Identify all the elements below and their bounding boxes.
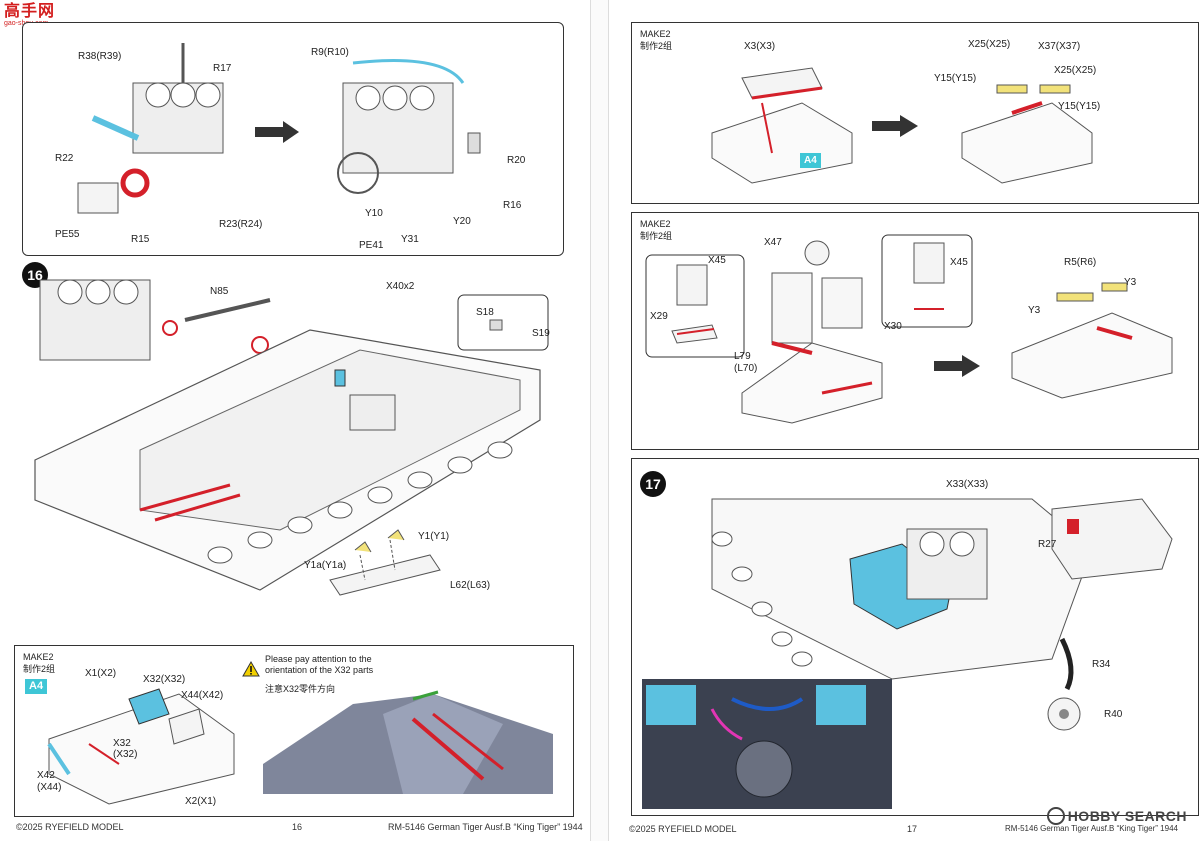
label-pe55: PE55: [55, 229, 80, 240]
label-r15: R15: [131, 234, 150, 245]
step-17-panel: 17 X33(X: [631, 458, 1199, 816]
label-r27: R27: [1038, 539, 1057, 550]
label-r20: R20: [507, 155, 526, 166]
make2-cn-label: 制作2组: [23, 664, 56, 674]
label-l70: (L70): [734, 363, 758, 374]
p2-make-label: MAKE2: [640, 219, 671, 229]
label-x25-a: X25(X25): [968, 39, 1011, 50]
label-y3-right: Y3: [1124, 277, 1137, 288]
label-x44: X44(X42): [181, 690, 224, 701]
hobby-search-logo-icon: [1046, 807, 1065, 825]
left-title: RM-5146 German Tiger Ausf.B “King Tiger”…: [388, 822, 583, 832]
label-y1: Y1(Y1): [418, 531, 450, 542]
label-y15-b: Y15(Y15): [1058, 101, 1101, 112]
right-copyright: ©2025 RYEFIELD MODEL: [629, 824, 737, 834]
label-r40: R40: [1104, 709, 1123, 720]
label-x32-mid-paren: (X32): [113, 749, 138, 760]
label-y15-a: Y15(Y15): [934, 73, 977, 84]
p1-make-cn-label: 制作2组: [640, 41, 673, 51]
label-x33: X33(X33): [946, 479, 989, 490]
make2-label: MAKE2: [23, 652, 54, 662]
hull-illustration: [34, 279, 549, 596]
watermark-brand: 高手网: [4, 3, 56, 20]
x47-assembly-illustration: [645, 234, 1173, 424]
label-x40: X40x2: [386, 281, 415, 292]
make2-x3-panel: MAKE2 制作2组 A4 X3(X3) X25(X25) X37(X37) X…: [631, 22, 1199, 204]
label-x25-b: X25(X25): [1054, 65, 1097, 76]
engine-illustration: [77, 43, 481, 214]
label-x45-left: X45: [708, 255, 726, 266]
left-page-number: 16: [292, 822, 303, 832]
label-l62: L62(L63): [450, 580, 491, 591]
label-x29: X29: [650, 311, 668, 322]
label-n85: N85: [210, 286, 229, 297]
step-17-illustration: [642, 498, 1173, 809]
right-title: RM-5146 German Tiger Ausf.B “King Tiger”…: [1005, 824, 1178, 833]
label-r17: R17: [213, 63, 232, 74]
label-y1a: Y1a(Y1a): [304, 560, 347, 571]
step-17-marker: 17: [640, 471, 666, 497]
right-page: MAKE2 制作2组 A4 X3(X3) X25(X25) X37(X37) X…: [608, 0, 1200, 841]
label-y31: Y31: [401, 234, 419, 245]
note-cn: 注意X32零件方向: [265, 684, 336, 694]
x32-assembly-illustration: [47, 688, 235, 805]
label-x37: X37(X37): [1038, 41, 1081, 52]
label-x32-top: X32(X32): [143, 674, 186, 685]
label-pe41: PE41: [359, 240, 384, 251]
hobby-search-text: HOBBY SEARCH: [1067, 808, 1187, 824]
label-r22: R22: [55, 153, 74, 164]
x3-assembly-illustration: [711, 67, 1093, 184]
p2-make-cn-label: 制作2组: [640, 231, 673, 241]
left-copyright: ©2025 RYEFIELD MODEL: [16, 822, 124, 832]
make2-x47-panel: MAKE2 制作2组 X47 X45 X29 X45 X30: [631, 212, 1199, 450]
label-r9: R9(R10): [311, 47, 349, 58]
label-x2: X2(X1): [185, 796, 217, 807]
make2-x32-panel: MAKE2 制作2组 A4 X1(X2) X32(X32) X44(X42) X…: [14, 645, 574, 817]
label-r23: R23(R24): [219, 219, 263, 230]
label-y20: Y20: [453, 216, 471, 227]
label-s19: S19: [532, 328, 550, 339]
hobby-search-watermark: HOBBY SEARCH: [1046, 807, 1187, 825]
label-x42: X42: [37, 770, 55, 781]
warning-icon: [242, 660, 260, 677]
label-r16: R16: [503, 200, 522, 211]
right-page-number: 17: [907, 824, 918, 834]
note-en-1: Please pay attention to the: [265, 654, 372, 664]
label-x1: X1(X2): [85, 668, 117, 679]
label-r38: R38(R39): [78, 51, 122, 62]
label-y10: Y10: [365, 208, 383, 219]
label-l79: L79: [734, 351, 751, 362]
x32-3d-render: [263, 690, 553, 794]
engine-callout-panel: R38(R39) R17 R22 PE55 R15 R23(R24) R9(R1…: [22, 22, 564, 256]
p1-a4-badge: A4: [800, 153, 821, 168]
note-en-2: orientation of the X32 parts: [265, 665, 374, 675]
label-x47: X47: [764, 237, 782, 248]
left-page: 高手网 gao-shou.com R38(R39) R1: [0, 0, 591, 841]
label-x45-right: X45: [950, 257, 968, 268]
a4-badge: A4: [25, 679, 48, 694]
label-x32-mid: X32: [113, 738, 131, 749]
label-r5: R5(R6): [1064, 257, 1097, 268]
p1-make-label: MAKE2: [640, 29, 671, 39]
label-x44-paren: (X44): [37, 782, 62, 793]
label-s18: S18: [476, 307, 494, 318]
label-y3-left: Y3: [1028, 305, 1041, 316]
label-x3: X3(X3): [744, 41, 776, 52]
label-x30: X30: [884, 321, 902, 332]
label-r34: R34: [1092, 659, 1111, 670]
